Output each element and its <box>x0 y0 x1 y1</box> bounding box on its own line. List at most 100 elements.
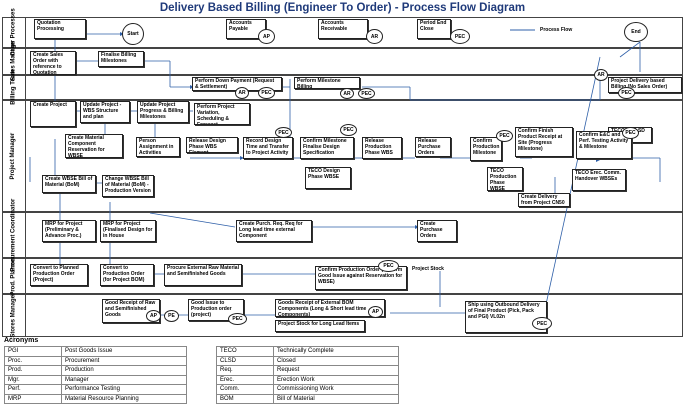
acronym-value: Technically Complete <box>273 346 399 357</box>
lane-prod-planner <box>2 258 683 294</box>
box-update-project-wbs: Update Project - WBS Structure and plan <box>80 101 130 123</box>
lane-label-billing-team: Billing Team <box>2 70 26 105</box>
box-goods-issue-production: Good Issue to Production order (project) <box>188 299 244 321</box>
box-finalise-billing-milestones: Finalise Billing Milestones <box>98 51 144 67</box>
acronym-key: Mgr. <box>4 374 62 385</box>
ar-connector: AR <box>366 29 383 44</box>
ar-connector: AR <box>594 69 608 81</box>
box-create-sales-order: Create Sales Order with reference to Quo… <box>30 51 76 75</box>
start-node: Start <box>122 23 144 45</box>
box-change-wbse-bom: Change WBSE Bill of Material (BoM) - Pro… <box>102 175 154 197</box>
process-flow-diagram: Other Processes Sales Manage Billing Tea… <box>0 9 685 338</box>
pec-connector: PEC <box>622 127 639 139</box>
box-confirm-ec-testing: Confirm E&C and Perf. Testing Activity &… <box>576 131 632 159</box>
table-row: Req.Request <box>216 365 399 376</box>
pec-connector: PEC <box>228 313 247 325</box>
acronym-key: Erec. <box>216 374 274 385</box>
acronym-key: MRP <box>4 393 62 404</box>
box-release-production-phase: Release Production Phase WBS <box>362 137 402 159</box>
box-accounts-receivable: Accounts Receivable <box>318 19 368 39</box>
box-period-end-close: Period End Close <box>417 19 451 39</box>
table-row: Perf.Performance Testing <box>4 384 187 395</box>
lane-label-procurement-coordinator: Procurement Coordinator <box>2 198 26 272</box>
acronym-value: Manager <box>61 374 187 385</box>
acronym-value: Material Resource Planning <box>61 393 187 404</box>
box-update-project-progress: Update Project Progress & Billing Milest… <box>137 101 189 123</box>
box-create-purchase-requisition: Create Purch. Req. Req for Long lead tim… <box>236 220 312 242</box>
box-release-purchase-orders: Release Purchase Orders <box>415 137 451 157</box>
box-quotation-processing: Quotation Processing <box>34 19 86 39</box>
box-teco-erec-comm: TECO Erec. Comm. Handover WBSEs <box>572 169 626 191</box>
box-procure-external-raw: Procure External Raw Material and Semifi… <box>164 264 242 286</box>
pec-connector: PEC <box>275 127 292 138</box>
lane-label-other-processes: Other Processes <box>2 9 26 56</box>
ar-connector: AR <box>340 88 354 99</box>
box-mrp-preliminary: MRP for Project (Preliminary & Advance P… <box>42 220 96 242</box>
pec-connector: PEC <box>450 29 470 44</box>
box-accounts-payable: Accounts Payable <box>226 19 266 39</box>
pec-connector: PEC <box>532 317 552 330</box>
box-goods-receipt-bom: Goods Receipt of External BOM Components… <box>275 299 385 317</box>
box-create-component-reservation: Create Material Component Reservation fo… <box>65 134 123 158</box>
pec-connector: PEC <box>618 87 635 99</box>
lane-billing-team <box>2 75 683 100</box>
end-node: End <box>624 22 648 42</box>
lane-project-manager <box>2 100 683 212</box>
box-record-design-time: Record Design Time and Transfer to Proje… <box>243 137 293 159</box>
box-confirm-milestone-design: Confirm Milestone Finalise Design Specif… <box>300 137 354 159</box>
acronym-key: TECO <box>216 346 274 357</box>
acronym-value: Closed <box>273 355 399 366</box>
acronym-key: BOM <box>216 393 274 404</box>
acronym-value: Performance Testing <box>61 384 187 395</box>
box-create-purchase-orders: Create Purchase Orders <box>417 220 457 242</box>
acronym-key: Prod. <box>4 365 62 376</box>
box-project-stock-long-lead: Project Stock for Long Lead Items <box>275 320 365 332</box>
pec-connector: PEC <box>358 88 375 99</box>
acronym-value: Request <box>273 365 399 376</box>
acronym-value: Post Goods Issue <box>61 346 187 357</box>
label-project-stock: Project Stock <box>412 266 444 272</box>
acronym-value: Commissioning Work <box>273 384 399 395</box>
lane-label-stores-manager: Stores Manager <box>2 293 26 338</box>
box-create-project: Create Project <box>30 101 76 127</box>
ap-connector: AP <box>146 310 161 322</box>
lane-label-project-manager: Project Manager <box>2 100 26 212</box>
box-ship-outbound-delivery: Ship using Outbound Delivery of Final Pr… <box>465 301 547 333</box>
lane-label-prod-planner: Prod. Planner <box>2 256 26 296</box>
table-row: Mgr.Manager <box>4 374 187 385</box>
acronym-value: Bill of Material <box>273 393 399 404</box>
box-convert-planned-order: Convert to Planned Production Order (Pro… <box>30 264 88 286</box>
table-row: Comm.Commissioning Work <box>216 384 399 395</box>
acronym-key: PGI <box>4 346 62 357</box>
acronym-key: Req. <box>216 365 274 376</box>
pec-connector: PEC <box>340 124 357 136</box>
box-create-wbse-bom: Create WBSE Bill of Material (BoM) <box>42 175 96 193</box>
pe-connector: PE <box>164 310 179 322</box>
acronyms-title: Acronyms <box>4 337 39 344</box>
lane-stores-manager <box>2 294 683 337</box>
box-create-delivery: Create Delivery from Project CN50 <box>518 193 570 207</box>
acronym-value: Procurement <box>61 355 187 366</box>
lane-label-sales-manage: Sales Manage <box>2 42 26 81</box>
acronym-key: Comm. <box>216 384 274 395</box>
table-row: Erec.Erection Work <box>216 374 399 385</box>
pec-connector: PEC <box>378 260 399 272</box>
lane-other-processes <box>2 17 683 48</box>
table-row: Prod.Production <box>4 365 187 376</box>
table-row: Proc.Procurement <box>4 355 187 366</box>
box-teco-production-phase: TECO Production Phase WBSE <box>487 167 523 191</box>
box-convert-production-order: Convert to Production Order (for Project… <box>100 264 154 286</box>
acronym-key: CLSD <box>216 355 274 366</box>
acronym-key: Proc. <box>4 355 62 366</box>
box-confirm-production-milestone: Confirm Production Milestone <box>470 137 502 161</box>
ap-connector: AP <box>368 306 383 318</box>
box-release-design-phase: Release Design Phase WBS Element <box>186 137 238 153</box>
